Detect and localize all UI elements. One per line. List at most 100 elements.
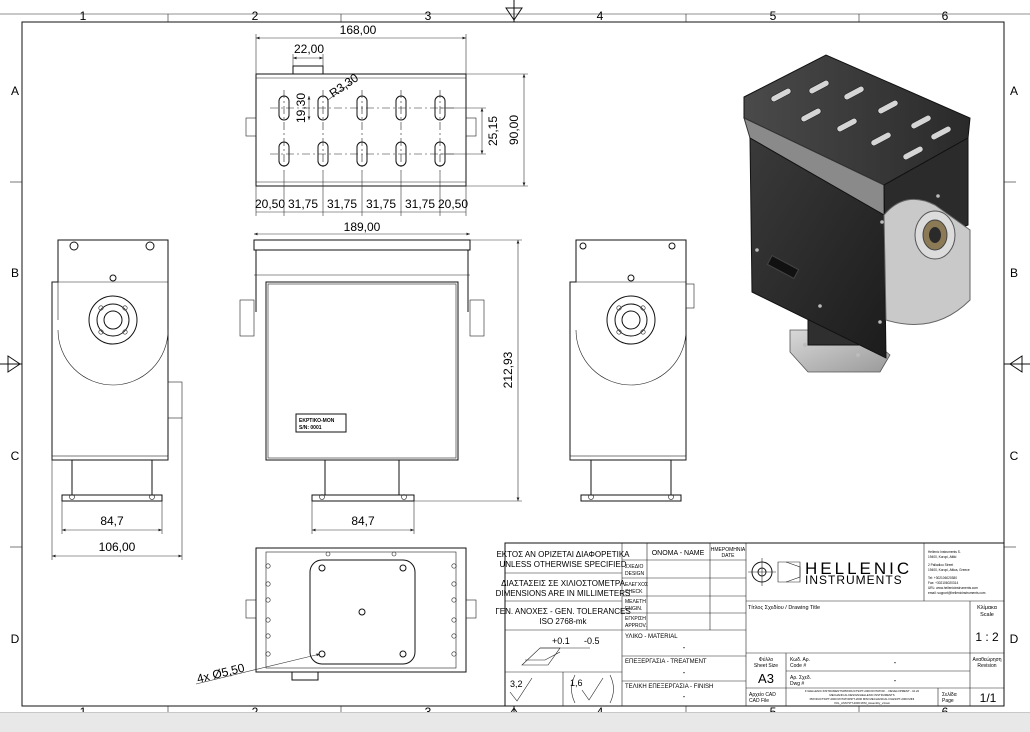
tb-dwg-header-2: Dwg # bbox=[790, 681, 804, 687]
tb-tol-minus: -0.5 bbox=[584, 636, 600, 646]
zone-col-top-5: 5 bbox=[770, 9, 777, 23]
dim-depth-90: 90,00 bbox=[507, 115, 521, 145]
cad-path-line-3: PRODUCTS\PT-2000 ROTATOR\PT-2000 MINI ME… bbox=[810, 697, 915, 701]
dim-pitch-31-75-1: 31,75 bbox=[288, 197, 318, 211]
zone-col-top-1: 1 bbox=[80, 9, 87, 23]
tb-date-header-2: DATE bbox=[722, 553, 736, 559]
tb-scale-header-1: Κλίμακα bbox=[977, 605, 998, 611]
tb-design-1: ΣΧΕΔΙΟ bbox=[625, 564, 643, 570]
dim-pitch-31-75-2: 31,75 bbox=[327, 197, 357, 211]
dim-width-106: 106,00 bbox=[99, 540, 136, 554]
contact-line-7: URL: www.hellenicinstruments.com bbox=[928, 586, 978, 590]
tb-drawing-title-header: Τίτλος Σχεδίου / Drawing Title bbox=[748, 605, 820, 611]
zone-row-right-d: D bbox=[1010, 632, 1019, 646]
tb-material-value: - bbox=[683, 643, 686, 652]
tb-page-value: 1/1 bbox=[980, 691, 997, 705]
tb-sheet-header-1: Φύλλο bbox=[759, 656, 774, 663]
top-view-dimensions: 168,00 22,00 R3,30 19,30 25,15 90,00 20,… bbox=[255, 23, 528, 216]
company-name-line-2: INSTRUMENTS bbox=[805, 573, 903, 587]
tb-page-header-2: Page bbox=[942, 698, 954, 704]
dim-slot-pitch-25-15: 25,15 bbox=[486, 116, 500, 146]
company-logo: HELLENIC INSTRUMENTS bbox=[748, 558, 912, 587]
cad-path-line-2: MECHANICAL DESIGN\HELLENIC INSTRUMENTS bbox=[829, 693, 894, 697]
zone-col-top-3: 3 bbox=[425, 9, 432, 23]
tb-tolerance-line-2: ISO 2768-mk bbox=[539, 617, 587, 626]
tb-tol-plus: +0.1 bbox=[552, 636, 570, 646]
tb-dwg-value: - bbox=[894, 676, 897, 685]
tb-finish-value: - bbox=[683, 692, 686, 701]
tb-check-2: CHECK bbox=[625, 589, 643, 595]
front-view-dimensions: 189,00 212,93 84,7 bbox=[254, 220, 522, 534]
serial-label-plate: ΕΚΡΤΙΚΟ-ΜΟΝ S/N: 0001 bbox=[295, 413, 347, 433]
tb-sheet-value: A3 bbox=[758, 671, 774, 686]
company-contact: Hellenic Instruments S. 19400, Koropi, A… bbox=[928, 550, 986, 595]
tb-page-header-1: Σελίδα bbox=[942, 692, 957, 698]
zone-col-top-2: 2 bbox=[252, 9, 259, 23]
bottom-view-dimensions: 4x Ø5,50 bbox=[195, 653, 321, 686]
tb-revision-header-2: Revision bbox=[977, 663, 996, 669]
tb-roughness-1: 3,2 bbox=[510, 679, 523, 689]
cad-path-line-4: VOL_ASSY\PT-2000 MINI_Assembly_v4.iam bbox=[834, 701, 891, 705]
contact-line-1: Hellenic Instruments S. bbox=[928, 550, 961, 554]
left-side-view-dimensions: 84,7 106,00 bbox=[51, 418, 183, 560]
cad-path-line-1: F:\HELLENIC INSTRUMENTS\PRODUCTS\PT-2000… bbox=[805, 689, 920, 693]
tb-scale-header-2: Scale bbox=[980, 612, 994, 618]
dim-slot-19-30: 19,30 bbox=[294, 93, 308, 123]
top-view bbox=[245, 65, 477, 187]
tb-code-header-2: Code # bbox=[790, 663, 806, 669]
centering-mark-right bbox=[1004, 355, 1030, 373]
tb-revision-header-1: Αναθεώρηση bbox=[972, 656, 1001, 663]
tb-cad-path: F:\HELLENIC INSTRUMENTS\PRODUCTS\PT-2000… bbox=[805, 689, 920, 705]
dim-holes-5-50: 4x Ø5,50 bbox=[195, 660, 246, 685]
title-block: ΕΚΤΟΣ ΑΝ ΟΡΙΖΕΤΑΙ ΔΙΑΦΟΡΕΤΙΚΑ UNLESS OTH… bbox=[495, 542, 1005, 707]
tb-sheet-header-2: Sheet Size bbox=[754, 663, 778, 669]
tb-approv-2: APPROV. bbox=[625, 623, 647, 629]
contact-line-3: 2 Palladiou Street bbox=[928, 563, 953, 567]
viewer-status-bar bbox=[0, 712, 1030, 732]
tb-dims-en: DIMENSIONS ARE IN MILLIMETERS bbox=[496, 589, 631, 598]
dim-pitch-20-50-left: 20,50 bbox=[255, 197, 285, 211]
zone-row-right-c: C bbox=[1010, 449, 1019, 463]
tb-date-header-1: ΗΜΕΡΟΜΗΝΙΑ bbox=[711, 547, 746, 553]
bottom-view bbox=[245, 547, 477, 681]
contact-line-6: Fax: +302106020314 bbox=[928, 581, 958, 585]
dim-base-84-7-side: 84,7 bbox=[100, 514, 124, 528]
tb-name-header: ΟΝΟΜΑ - NAME bbox=[652, 550, 705, 557]
label-plate-line-1: ΕΚΡΤΙΚΟ-ΜΟΝ bbox=[299, 418, 335, 424]
tb-design-2: DESIGN bbox=[625, 571, 645, 577]
dim-width-168: 168,00 bbox=[340, 23, 377, 37]
dim-base-84-7-front: 84,7 bbox=[351, 514, 375, 528]
contact-line-5: Tel: +302106020380 bbox=[928, 576, 957, 580]
front-view: ΕΚΡΤΙΚΟ-ΜΟΝ S/N: 0001 bbox=[239, 239, 485, 502]
render-slots bbox=[770, 79, 952, 161]
tb-engin-1: ΜΕΛΕΤΗ bbox=[625, 599, 646, 605]
contact-line-4: 19400, Koropi, Attica, Greece bbox=[928, 568, 970, 572]
roughness-symbols: 3,2 1,6 bbox=[509, 674, 614, 704]
dim-pitch-31-75-3: 31,75 bbox=[366, 197, 396, 211]
zone-col-top-6: 6 bbox=[942, 9, 949, 23]
tb-check-1: ΕΛΕΓΧΟΣ bbox=[625, 582, 648, 588]
tb-roughness-2: 1,6 bbox=[570, 678, 583, 688]
tb-tolerance-line-1: ΓΕΝ. ΑΝΟΧΕΣ - GEN. TOLERANCES bbox=[495, 607, 630, 616]
tb-cad-header-2: CAD File bbox=[749, 698, 769, 704]
dim-radius-33: R3,30 bbox=[327, 70, 362, 100]
tb-scale-value: 1 : 2 bbox=[975, 630, 999, 644]
zone-row-left-d: D bbox=[11, 632, 20, 646]
zone-col-top-4: 4 bbox=[597, 9, 604, 23]
tb-finish-header: ΤΕΛΙΚΗ ΕΠΕΞΕΡΓΑΣΙΑ - FINISH bbox=[625, 684, 713, 690]
zone-row-right-b: B bbox=[1010, 266, 1018, 280]
contact-line-2: 19400, Koropi, Attiki bbox=[928, 555, 957, 559]
centering-mark-left bbox=[0, 355, 22, 373]
dim-width-22: 22,00 bbox=[294, 42, 324, 56]
dim-width-189: 189,00 bbox=[344, 220, 381, 234]
tb-dims-gr: ΔΙΑΣΤΑΣΕΙΣ ΣΕ ΧΙΛΙΟΣΤΟΜΕΤΡΑ bbox=[501, 579, 626, 588]
company-name-line-1: HELLENIC bbox=[805, 559, 912, 578]
isometric-render bbox=[743, 54, 971, 373]
contact-line-8: email: support@hellenicinstruments.com bbox=[928, 591, 986, 595]
dim-height-212-93: 212,93 bbox=[501, 351, 515, 388]
dim-pitch-31-75-4: 31,75 bbox=[405, 197, 435, 211]
zone-row-left-a: A bbox=[11, 84, 19, 98]
dim-pitch-20-50-right: 20,50 bbox=[438, 197, 468, 211]
tb-material-header: ΥΛΙΚΟ - MATERIAL bbox=[625, 634, 678, 640]
